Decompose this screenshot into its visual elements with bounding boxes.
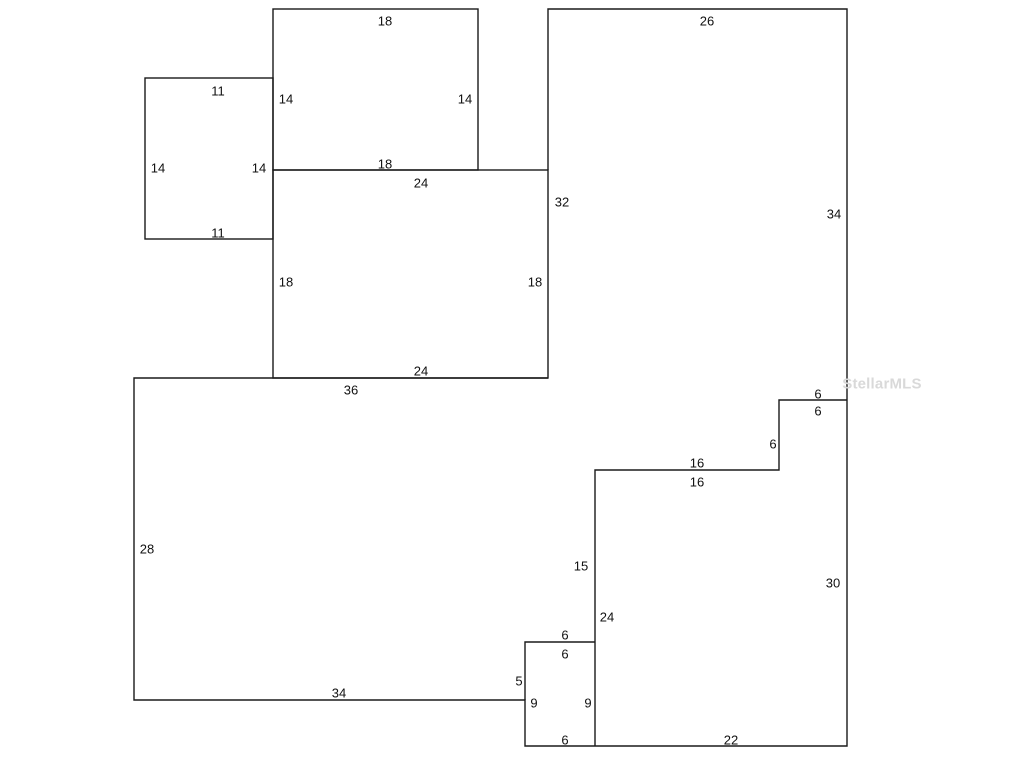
dim-label: 9 [584, 695, 592, 711]
dim-label: 9 [530, 695, 538, 711]
dim-label: 18 [527, 274, 543, 290]
dim-label: 18 [377, 156, 393, 172]
notch-outline [524, 641, 595, 700]
dim-label: 16 [689, 455, 705, 471]
middle-room-outline [272, 169, 549, 379]
dim-label: 5 [515, 673, 523, 689]
dim-label: 6 [814, 403, 822, 419]
top-left-room-outline [272, 8, 479, 171]
small-left-room-outline [144, 77, 274, 240]
dim-label: 14 [150, 160, 166, 176]
dim-label: 11 [211, 225, 225, 241]
dim-label: 14 [457, 91, 473, 107]
main-outline [133, 8, 848, 747]
dim-label: 22 [723, 732, 739, 748]
dim-label: 36 [343, 382, 359, 398]
dim-label: 26 [699, 13, 715, 29]
dim-label: 24 [413, 363, 429, 379]
dim-label: 6 [561, 627, 569, 643]
dim-label: 6 [769, 436, 777, 452]
dim-label: 18 [377, 13, 393, 29]
dim-label: 16 [689, 474, 705, 490]
dim-label: 14 [251, 160, 267, 176]
dim-label: 28 [139, 541, 155, 557]
dim-label: 6 [561, 646, 569, 662]
dim-label: 6 [814, 386, 822, 402]
inner-room-outline [594, 399, 847, 746]
dim-label: 24 [413, 175, 429, 191]
dim-label: 34 [826, 206, 842, 222]
dim-label: 14 [278, 91, 294, 107]
watermark-logo: StellarMLS [842, 375, 922, 393]
dim-label: 32 [554, 194, 570, 210]
dim-label: 15 [573, 558, 589, 574]
dim-label: 6 [561, 732, 569, 748]
dim-label: 11 [211, 83, 225, 99]
dim-label: 34 [331, 685, 347, 701]
dim-label: 30 [825, 575, 841, 591]
dim-label: 24 [599, 609, 615, 625]
dim-label: 18 [278, 274, 294, 290]
